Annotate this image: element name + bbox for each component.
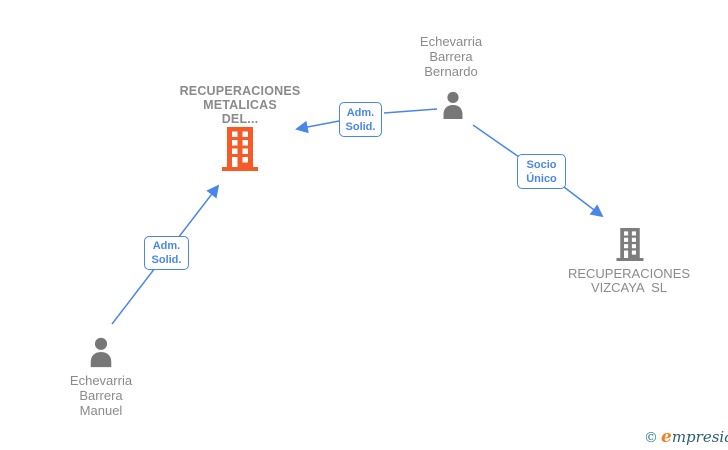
brand-letter-e: e: [661, 427, 672, 447]
edge-label-adm-solid-bottom[interactable]: Adm. Solid.: [144, 236, 189, 270]
node-label-company-vizcaya[interactable]: RECUPERACIONES VIZCAYA SL: [567, 266, 691, 295]
node-label-person-bernardo[interactable]: Echevarria Barrera Bernardo: [419, 34, 483, 79]
node-label-company-metalicas[interactable]: RECUPERACIONES METALICAS DEL...: [179, 84, 301, 126]
copyright-icon: ©: [644, 430, 658, 446]
edge-line-socio-b-arrow: [563, 186, 604, 218]
person-icon[interactable]: [440, 91, 466, 119]
node-label-person-manuel[interactable]: Echevarria Barrera Manuel: [69, 373, 133, 418]
edge-line-socio-a: [472, 124, 520, 158]
edge-label-socio-unico[interactable]: Socio Único: [517, 154, 566, 189]
edge-label-adm-solid-top[interactable]: Adm. Solid.: [339, 102, 382, 137]
building-icon-orange[interactable]: [222, 127, 258, 171]
edge-line-admsolid-1a: [383, 108, 438, 114]
brand-text: mpresia: [671, 428, 728, 446]
building-icon-gray[interactable]: [615, 228, 645, 261]
empresia-logo[interactable]: ©empresia: [644, 427, 728, 447]
edge-line-admsolid-1b-arrow: [295, 120, 340, 134]
person-icon[interactable]: [87, 336, 115, 368]
